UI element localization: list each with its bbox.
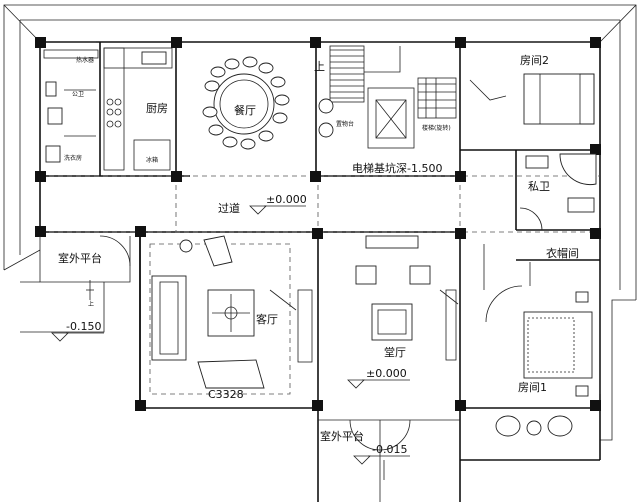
room-label-bedroom2: 房间2: [520, 54, 549, 67]
room-label-kitchen: 厨房: [146, 102, 168, 115]
hall-furniture: [355, 235, 459, 361]
public-bathroom-fixtures: [43, 49, 99, 163]
room-label-terrace-south: 室外平台: [320, 429, 364, 443]
room-label-private-bath: 私卫: [528, 180, 550, 193]
room-label-hall: 堂厅: [384, 346, 406, 359]
level-terrace-south: -0.015: [372, 443, 407, 456]
bedroom1-furniture: [485, 285, 593, 437]
room-label-public-bath: 公卫: [72, 91, 84, 98]
stair-up-mark: 上: [314, 60, 325, 73]
cloakroom: [483, 244, 531, 290]
room-label-dining: 餐厅: [234, 103, 256, 117]
dining-table: [202, 56, 334, 150]
elevator-shaft: [367, 87, 415, 149]
south-terrace: [318, 419, 460, 502]
elevator-pit-note: 电梯基坑深-1.500: [352, 161, 442, 175]
level-terrace-west: -0.150: [66, 320, 101, 333]
label-side-note: 置物台: [336, 120, 354, 128]
room-label-living: 客厅: [256, 312, 278, 326]
roof-eave-outline: [3, 4, 637, 441]
room-label-laundry: 洗衣房: [64, 154, 82, 162]
label-fridge: 冰箱: [146, 156, 158, 164]
room-label-bedroom1: 房间1: [518, 381, 547, 394]
kitchen-counter: [103, 47, 173, 171]
window-markers: [60, 41, 601, 461]
level-hall: ±0.000: [366, 367, 407, 380]
level-corridor: ±0.000: [266, 193, 307, 206]
private-bathroom-fixtures: [519, 153, 597, 231]
bedroom2-furniture: [469, 73, 595, 125]
room-label-cloakroom: 衣帽间: [546, 246, 579, 260]
staircase: [329, 45, 457, 119]
label-water-heater: 热水器: [76, 56, 94, 64]
structural-columns: [35, 37, 601, 411]
label-stair-note: 楼梯(旋转): [422, 124, 451, 132]
level-markers: [51, 205, 410, 465]
window-code: C3328: [208, 388, 244, 401]
living-room-furniture: [151, 235, 313, 389]
room-label-corridor: 过道: [218, 201, 240, 215]
terrace-up-mark: 上: [88, 300, 94, 308]
room-label-terrace-west: 室外平台: [58, 251, 102, 265]
west-terrace: [20, 235, 131, 333]
